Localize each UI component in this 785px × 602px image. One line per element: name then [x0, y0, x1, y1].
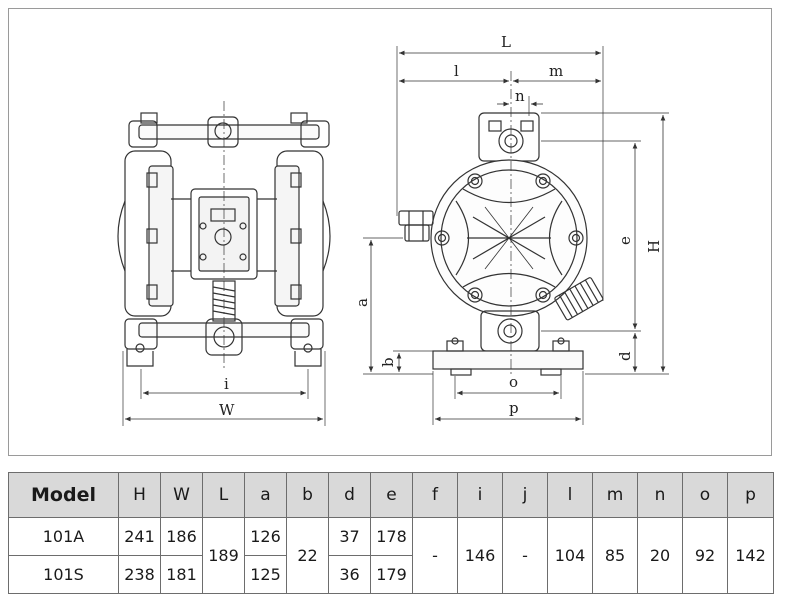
cell-o: 92 [682, 517, 728, 594]
cell-a: 126 [244, 517, 287, 556]
dim-label-a: a [353, 298, 371, 307]
cell-j: - [502, 517, 548, 594]
dim-label-m: m [549, 62, 563, 80]
header-i: i [457, 472, 503, 518]
header-e: e [370, 472, 413, 518]
drawing-frame: i W [8, 8, 772, 456]
dim-label-W: W [219, 401, 235, 419]
dim-label-d: d [616, 351, 634, 361]
dim-label-b: b [379, 357, 397, 367]
header-j: j [502, 472, 548, 518]
cell-n: 20 [637, 517, 683, 594]
header-d: d [328, 472, 371, 518]
table-row: 101A 241 186 189 126 22 37 178 - 146 - 1… [8, 517, 774, 594]
cell-l: 104 [547, 517, 593, 594]
front-view [117, 101, 331, 426]
header-o: o [682, 472, 728, 518]
cell-d: 37 [328, 517, 371, 556]
table-row: 101S 238 181 125 36 179 [8, 555, 774, 594]
dim-label-L: L [501, 33, 511, 51]
dim-label-e: e [616, 236, 634, 245]
cell-model: 101S [8, 555, 119, 594]
header-b: b [286, 472, 329, 518]
side-view [363, 46, 669, 425]
dim-label-o: o [509, 373, 518, 391]
header-L: L [202, 472, 245, 518]
header-W: W [160, 472, 203, 518]
cell-b: 22 [286, 517, 329, 594]
cell-W: 181 [160, 555, 203, 594]
cell-e: 178 [370, 517, 413, 556]
spec-table: Model H W L a b d e f i j l m n o p 101A… [8, 472, 774, 594]
header-f: f [412, 472, 458, 518]
cell-H: 241 [118, 517, 161, 556]
header-n: n [637, 472, 683, 518]
cell-W: 186 [160, 517, 203, 556]
dim-label-H: H [645, 240, 663, 253]
header-H: H [118, 472, 161, 518]
dim-label-p: p [509, 399, 519, 417]
header-p: p [727, 472, 774, 518]
dim-label-i: i [224, 375, 229, 393]
dim-label-l: l [454, 62, 459, 80]
table-header-row: Model H W L a b d e f i j l m n o p [8, 472, 774, 518]
header-a: a [244, 472, 287, 518]
dim-label-n: n [515, 87, 525, 105]
cell-i: 146 [457, 517, 503, 594]
header-m: m [592, 472, 638, 518]
cell-model: 101A [8, 517, 119, 556]
cell-p: 142 [727, 517, 774, 594]
header-model: Model [8, 472, 119, 518]
cell-d: 36 [328, 555, 371, 594]
header-l: l [547, 472, 593, 518]
cell-a: 125 [244, 555, 287, 594]
cell-H: 238 [118, 555, 161, 594]
cell-L: 189 [202, 517, 245, 594]
technical-drawing: i W [117, 33, 669, 426]
cell-f: - [412, 517, 458, 594]
cell-e: 179 [370, 555, 413, 594]
cell-m: 85 [592, 517, 638, 594]
